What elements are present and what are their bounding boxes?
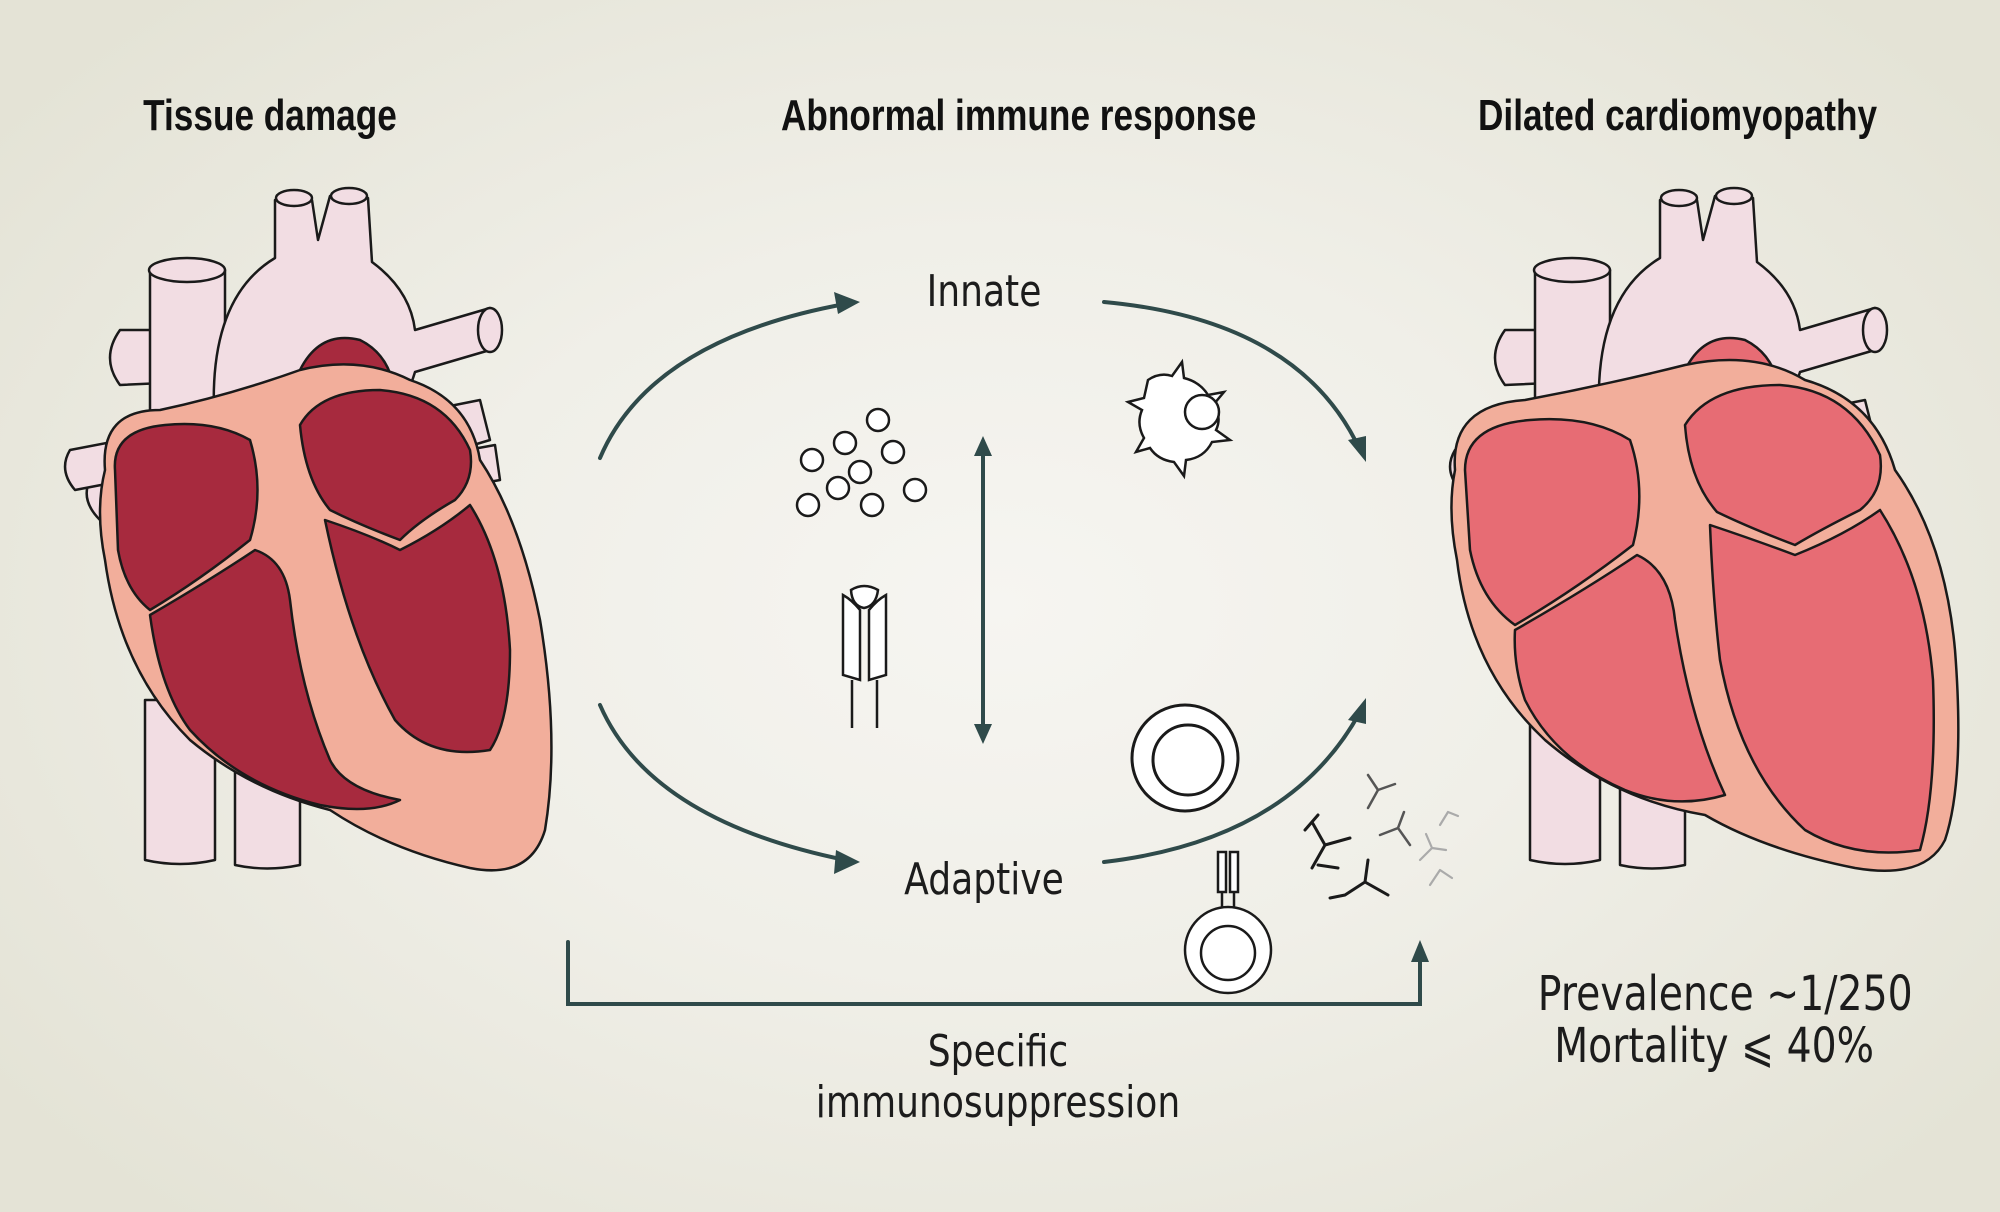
heading-tissue-damage: Tissue damage bbox=[143, 91, 397, 140]
heading-dilated-cardiomyopathy: Dilated cardiomyopathy bbox=[1478, 91, 1878, 140]
arrowheads bbox=[834, 292, 1429, 962]
damaged-heart bbox=[63, 186, 553, 872]
treatment-label-line2: immunosuppression bbox=[815, 1077, 1181, 1128]
b-cell-icon bbox=[1183, 850, 1273, 995]
antibody-icon bbox=[1303, 773, 1460, 900]
treatment-label-line1: Specific bbox=[927, 1026, 1069, 1077]
cytokine-particles-icon bbox=[795, 407, 928, 518]
adaptive-label: Adaptive bbox=[904, 854, 1064, 905]
receptor-icon bbox=[841, 584, 888, 728]
macrophage-icon bbox=[1124, 358, 1234, 480]
innate-label: Innate bbox=[926, 266, 1042, 317]
lymphocyte-icon bbox=[1130, 703, 1240, 813]
mortality-stat: Mortality ⩽ 40% bbox=[1554, 1018, 1875, 1074]
immune-cycle-arrows bbox=[566, 300, 1422, 1006]
prevalence-stat: Prevalence ~1/250 bbox=[1537, 966, 1913, 1022]
dilated-heart bbox=[1448, 186, 1960, 872]
heading-abnormal-immune-response: Abnormal immune response bbox=[781, 91, 1257, 140]
